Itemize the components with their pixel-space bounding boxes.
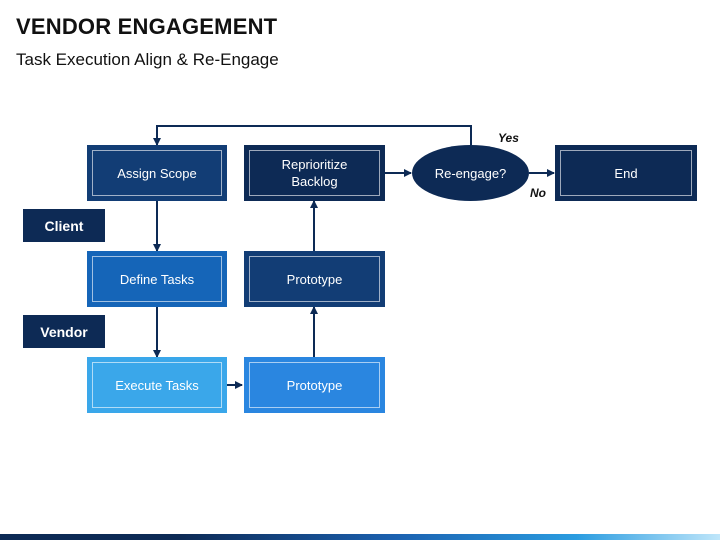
end-node: End [555,145,697,201]
define-tasks-node: Define Tasks [87,251,227,307]
reengage-decision: Re-engage? [412,145,529,201]
execute-tasks-label: Execute Tasks [92,362,222,408]
prototype-bottom-node: Prototype [244,357,385,413]
execute-tasks-node: Execute Tasks [87,357,227,413]
page-subtitle: Task Execution Align & Re-Engage [16,50,279,69]
client-lane-label: Client [23,209,105,242]
assign-scope-label: Assign Scope [92,150,222,196]
end-label: End [560,150,692,196]
footer-gradient-bar [0,534,720,540]
reprioritize-backlog-node: Reprioritize Backlog [244,145,385,201]
prototype-middle-label: Prototype [249,256,380,302]
loop-back-arrow [153,125,472,146]
define-tasks-label: Define Tasks [92,256,222,302]
prototype-bottom-label: Prototype [249,362,380,408]
no-branch-label: No [530,186,546,200]
prototype-middle-node: Prototype [244,251,385,307]
yes-branch-label: Yes [498,131,519,145]
page-title: VENDOR ENGAGEMENT [16,14,278,39]
reprioritize-backlog-label: Reprioritize Backlog [249,150,380,196]
vendor-lane-label: Vendor [23,315,105,348]
assign-scope-node: Assign Scope [87,145,227,201]
